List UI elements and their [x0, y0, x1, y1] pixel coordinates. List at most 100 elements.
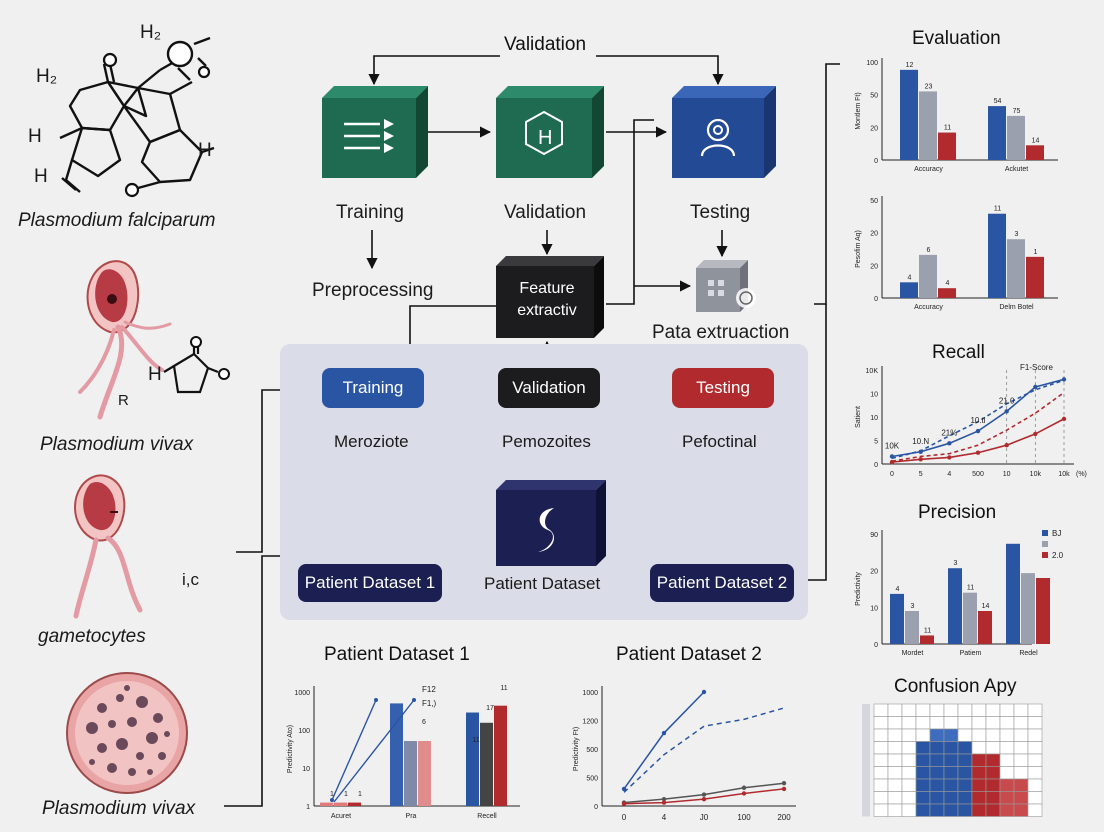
y-tick-label: 20 — [870, 569, 878, 576]
data-point — [621, 786, 627, 792]
chem-label: H₂ — [36, 66, 58, 87]
feature-extraction-cube[interactable] — [496, 256, 604, 338]
matrix-cell — [1013, 766, 1029, 780]
matrix-cell — [915, 803, 931, 817]
validation-cube[interactable]: H — [496, 86, 604, 178]
matrix-cell — [1027, 766, 1043, 780]
data-extraction-label: Pata extruaction — [652, 322, 790, 343]
bar — [938, 288, 956, 298]
y-tick-label: 0 — [874, 462, 878, 469]
data-point — [975, 450, 981, 455]
y-tick-label: 5 — [874, 439, 878, 446]
x-tick-label: 0 — [622, 813, 627, 822]
matrix-cell — [887, 716, 903, 730]
chem-label: H — [34, 166, 48, 187]
x-tick-label: Ackutet — [1005, 166, 1028, 173]
data-label: 4 — [896, 586, 900, 593]
matrix-cell — [957, 778, 973, 792]
data-label: 11 — [924, 627, 931, 634]
bar — [890, 593, 904, 644]
matrix-cell — [887, 703, 903, 717]
bar — [919, 254, 937, 298]
data-label: 14 — [982, 603, 990, 610]
data-point — [781, 786, 787, 792]
y-tick-label: 20 — [870, 231, 878, 238]
patient-dataset-cube[interactable] — [496, 480, 606, 566]
bar — [494, 705, 507, 806]
chem-label: R — [118, 392, 129, 409]
x-axis-unit: (%) — [1076, 471, 1087, 478]
bar — [978, 611, 992, 644]
matrix-cell — [873, 716, 889, 730]
matrix-cell — [999, 703, 1015, 717]
bar — [320, 802, 333, 806]
matrix-cell — [971, 716, 987, 730]
matrix-cell — [999, 791, 1015, 805]
organism-label: gametocytes — [38, 626, 146, 647]
data-point — [412, 698, 416, 702]
series-line — [623, 707, 785, 793]
bar — [466, 712, 479, 806]
patient-dataset-label: Patient Dataset — [484, 574, 601, 593]
x-tick-label: Redel — [1019, 650, 1038, 657]
matrix-cell — [1027, 791, 1043, 805]
y-tick-label: 10K — [866, 368, 879, 375]
patient-dataset-2-button[interactable]: Patient Dataset 2 — [650, 564, 794, 602]
bar — [348, 802, 361, 806]
data-point — [661, 800, 667, 805]
y-tick-label: 20 — [870, 125, 878, 132]
matrix-cell — [1013, 803, 1029, 817]
series-line — [623, 691, 705, 790]
organism-label: Plasmodium falciparum — [18, 210, 216, 231]
training-cube[interactable] — [322, 86, 428, 178]
panel-validation-button[interactable]: Validation — [498, 368, 600, 408]
matrix-cell — [999, 803, 1015, 817]
data-label: 17 — [486, 705, 494, 712]
matrix-cell — [999, 741, 1015, 755]
x-tick-label: 4 — [662, 813, 667, 822]
y-tick-label: 0 — [874, 158, 878, 165]
matrix-cell — [1027, 716, 1043, 730]
x-tick-label: Patiem — [960, 650, 982, 657]
matrix-cell — [887, 803, 903, 817]
bar — [920, 635, 934, 644]
x-tick-label: 10k — [1030, 471, 1042, 478]
gametocyte-icon — [73, 474, 143, 619]
legend-label: F1-Score — [1020, 363, 1053, 372]
panel-training-button[interactable]: Training — [322, 368, 424, 408]
matrix-cell — [971, 803, 987, 817]
training-label: Training — [336, 202, 404, 223]
matrix-cell — [985, 703, 1001, 717]
matrix-cell — [901, 753, 917, 767]
matrix-cell — [999, 753, 1015, 767]
matrix-cell — [943, 753, 959, 767]
y-tick-label: 50 — [870, 93, 878, 100]
validation-top-label: Validation — [504, 34, 587, 55]
matrix-cell — [943, 741, 959, 755]
legend-swatch — [1042, 541, 1048, 547]
svg-text:H: H — [538, 127, 552, 149]
matrix-cell — [873, 778, 889, 792]
data-point — [741, 785, 747, 790]
matrix-cell — [929, 803, 945, 817]
bar — [988, 213, 1006, 298]
y-tick-label: 10 — [870, 605, 878, 612]
data-point — [661, 796, 667, 802]
bar — [948, 568, 962, 644]
matrix-cell — [957, 703, 973, 717]
data-label: 1 — [330, 791, 334, 798]
patient-dataset-1-title: Patient Dataset 1 — [324, 644, 470, 665]
panel-testing-button[interactable]: Testing — [672, 368, 774, 408]
side-note: i,c — [182, 570, 199, 589]
data-label: 1 — [1034, 249, 1038, 256]
patient-dataset-1-button[interactable]: Patient Dataset 1 — [298, 564, 442, 602]
matrix-cell — [873, 741, 889, 755]
data-point — [889, 459, 895, 465]
testing-cube[interactable] — [672, 86, 776, 178]
y-tick-label: 0 — [874, 642, 878, 649]
series-line — [333, 699, 415, 803]
parasite-icon — [78, 260, 172, 420]
data-point — [781, 781, 787, 786]
matrix-cell — [957, 728, 973, 742]
matrix-cell — [943, 703, 959, 717]
